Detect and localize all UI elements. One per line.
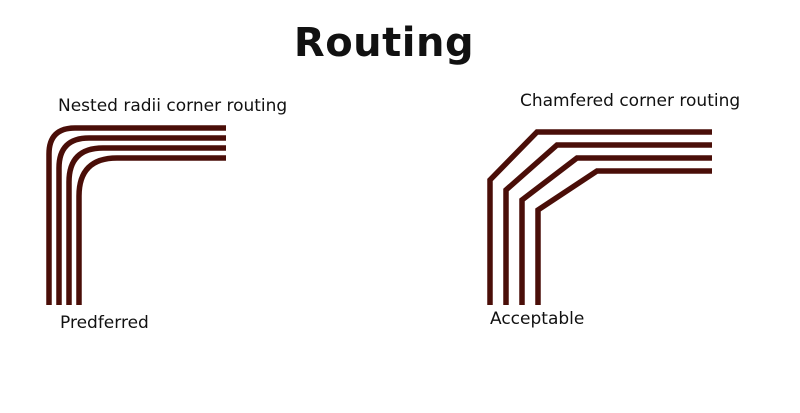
nested-radii-trace <box>46 125 226 305</box>
nested-radii-trace <box>56 135 226 305</box>
nested-radii-caption: Predferred <box>60 313 149 333</box>
page-title: Routing <box>293 20 475 66</box>
chamfered-trace <box>535 168 712 305</box>
chamfered-caption: Acceptable <box>490 309 585 329</box>
nested-radii-heading: Nested radii corner routing <box>58 96 288 116</box>
chamfered-trace <box>503 142 712 305</box>
nested-radii-trace <box>66 145 226 305</box>
nested-radii-trace <box>76 155 226 305</box>
chamfered-heading: Chamfered corner routing <box>520 91 741 111</box>
chamfered-traces <box>487 129 712 305</box>
chamfered-trace <box>519 155 712 305</box>
chamfered-trace <box>487 129 712 305</box>
nested-radii-traces <box>46 125 226 305</box>
